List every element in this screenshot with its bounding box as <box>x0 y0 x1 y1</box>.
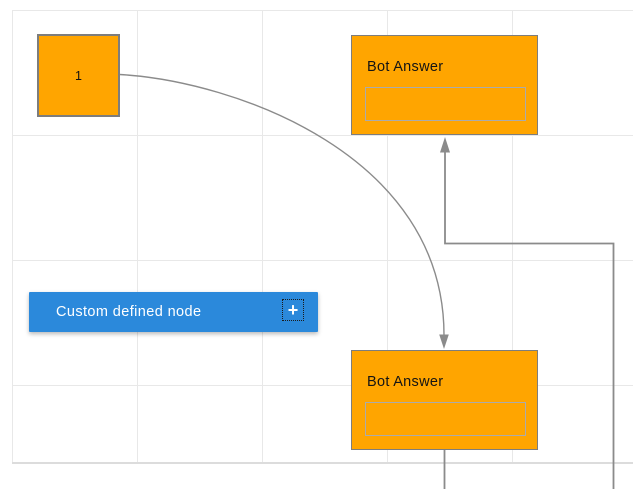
node-start[interactable]: 1 <box>37 34 120 117</box>
node-start-label: 1 <box>75 68 82 83</box>
bot-answer-bottom-label: Bot Answer <box>367 374 444 390</box>
custom-node-label: Custom defined node <box>56 304 202 320</box>
node-bot-answer-top[interactable]: Bot Answer <box>351 35 538 135</box>
add-node-button[interactable]: + <box>282 299 304 321</box>
arrowhead-down-icon <box>439 334 449 349</box>
bot-answer-top-input[interactable] <box>365 87 526 121</box>
plus-icon: + <box>287 300 299 320</box>
grid-lines <box>12 10 633 464</box>
arrowhead-up-icon <box>440 137 450 153</box>
connector-curved[interactable] <box>119 73 449 350</box>
bot-answer-top-label: Bot Answer <box>367 59 444 75</box>
node-custom-defined[interactable]: Custom defined node + <box>29 292 318 332</box>
connector-orthogonal[interactable] <box>440 137 615 489</box>
node-bot-answer-bottom[interactable]: Bot Answer <box>351 350 538 450</box>
bot-answer-bottom-input[interactable] <box>365 402 526 436</box>
